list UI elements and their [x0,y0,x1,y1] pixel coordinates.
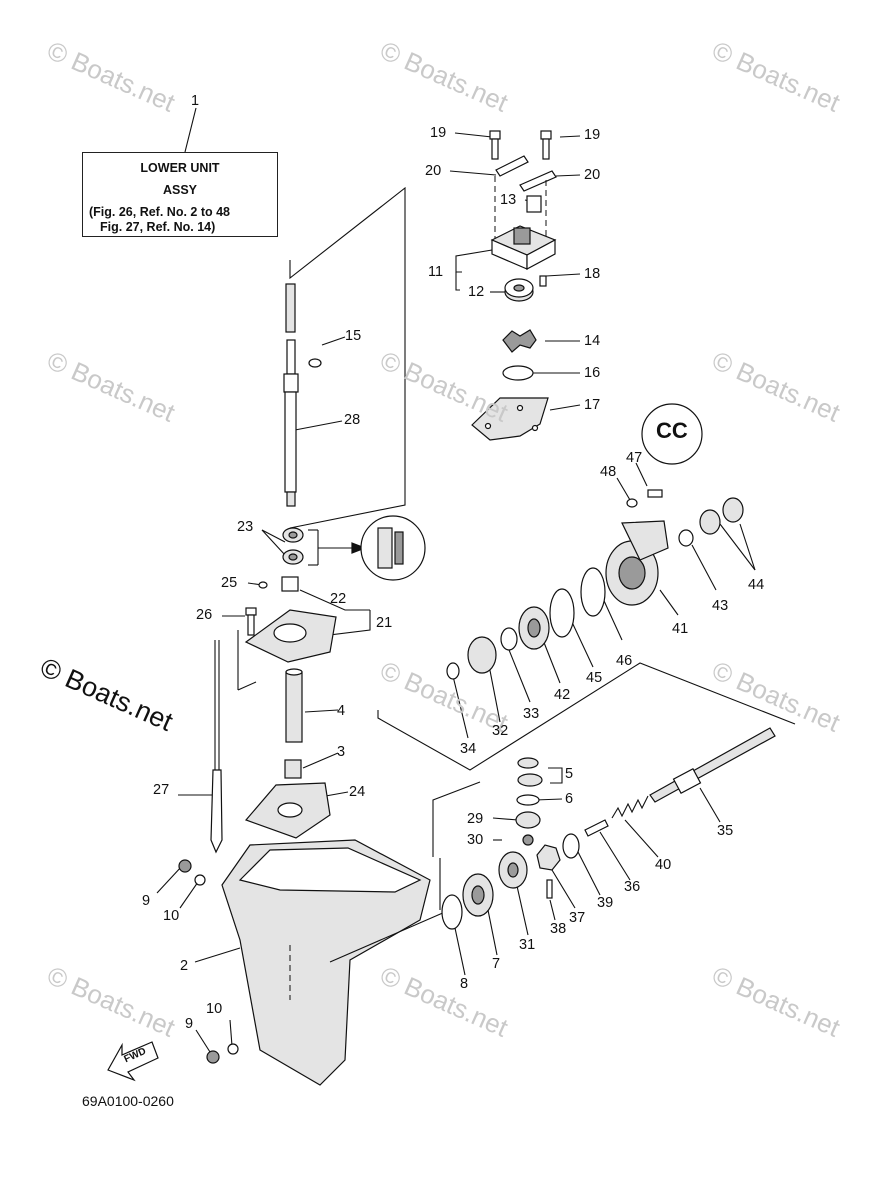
callout-20: 20 [584,167,601,183]
callout-19: 19 [584,127,601,143]
callout-22: 22 [330,591,347,607]
assembly-ref-line1: (Fig. 26, Ref. No. 2 to 48 [89,205,230,219]
callout-7: 7 [492,956,501,972]
assembly-subtitle: ASSY [162,183,198,197]
callout-41: 41 [672,621,689,637]
callout-19: 19 [430,125,447,141]
callout-5: 5 [565,766,574,782]
callout-42: 42 [554,687,571,703]
callout-10: 10 [163,908,180,924]
assembly-label-box: LOWER UNIT ASSY (Fig. 26, Ref. No. 2 to … [82,152,278,237]
callout-39: 39 [597,895,614,911]
callout-12: 12 [468,284,485,300]
callout-30: 30 [467,832,484,848]
callout-37: 37 [569,910,586,926]
cc-symbol: CC [656,418,688,443]
callout-23: 23 [237,519,254,535]
callout-35: 35 [717,823,734,839]
callout-25: 25 [221,575,238,591]
callout-15: 15 [345,328,362,344]
callout-17: 17 [584,397,601,413]
callout-28: 28 [344,412,361,428]
callout-46: 46 [616,653,633,669]
callout-16: 16 [584,365,601,381]
callout-32: 32 [492,723,509,739]
callout-6: 6 [565,791,574,807]
callout-20: 20 [425,163,442,179]
callout-48: 48 [600,464,617,480]
callout-29: 29 [467,811,484,827]
callout-34: 34 [460,741,477,757]
callout-2: 2 [180,958,189,974]
callout-10: 10 [206,1001,223,1017]
callout-26: 26 [196,607,213,623]
callout-44: 44 [748,577,765,593]
callout-1: 1 [191,93,200,109]
callout-36: 36 [624,879,641,895]
callout-45: 45 [586,670,603,686]
callout-18: 18 [584,266,601,282]
callout-14: 14 [584,333,601,349]
callout-21: 21 [376,615,393,631]
callout-8: 8 [460,976,469,992]
callout-9: 9 [142,893,151,909]
callout-11: 11 [428,264,444,280]
callout-47: 47 [626,450,643,466]
callout-43: 43 [712,598,729,614]
callout-33: 33 [523,706,540,722]
callout-24: 24 [349,784,366,800]
callout-31: 31 [519,937,536,953]
diagram-code: 69A0100-0260 [82,1093,174,1109]
callout-40: 40 [655,857,672,873]
callout-27: 27 [153,782,170,798]
callout-9: 9 [185,1016,194,1032]
callout-4: 4 [337,703,346,719]
callout-13: 13 [500,192,517,208]
assembly-title: LOWER UNIT [140,161,220,175]
assembly-ref-line2: Fig. 27, Ref. No. 14) [100,220,216,234]
callout-38: 38 [550,921,567,937]
callout-3: 3 [337,744,346,760]
